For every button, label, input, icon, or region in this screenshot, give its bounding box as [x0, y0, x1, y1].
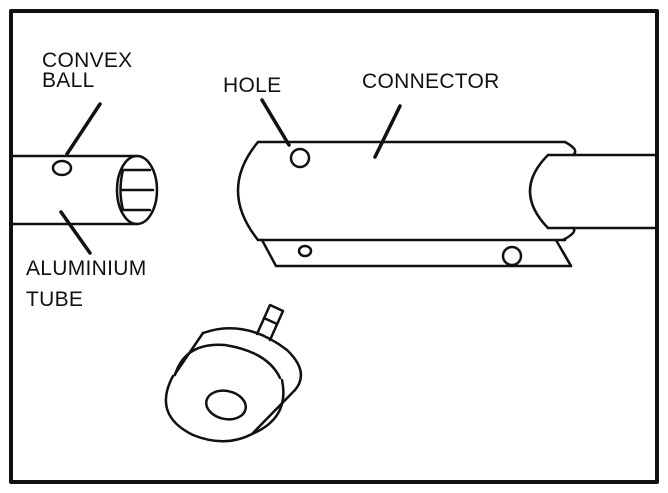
- convex-ball-leader: [65, 102, 102, 156]
- label-aluminium: ALUMINIUM: [26, 257, 147, 280]
- connector: [236, 140, 577, 242]
- convex-ball: [51, 159, 73, 177]
- connector-hole: [289, 147, 311, 169]
- aluminium-tube-leader: [59, 210, 92, 255]
- flange-hole-large: [501, 245, 523, 267]
- connector-flange: [260, 238, 573, 268]
- label-ball: BALL: [42, 69, 95, 92]
- inner-tube: [528, 153, 659, 230]
- connector-leader: [373, 104, 402, 159]
- knob-screw: [164, 303, 303, 443]
- flange-hole-small: [297, 244, 313, 258]
- diagram-frame: [9, 9, 659, 484]
- label-convex: CONVEX: [42, 49, 133, 72]
- label-tube: TUBE: [26, 288, 84, 311]
- aluminium-tube: [9, 154, 159, 226]
- label-hole: HOLE: [223, 74, 282, 97]
- hole-leader: [260, 98, 291, 147]
- label-connector: CONNECTOR: [362, 70, 500, 93]
- knob-center-hole: [204, 389, 248, 421]
